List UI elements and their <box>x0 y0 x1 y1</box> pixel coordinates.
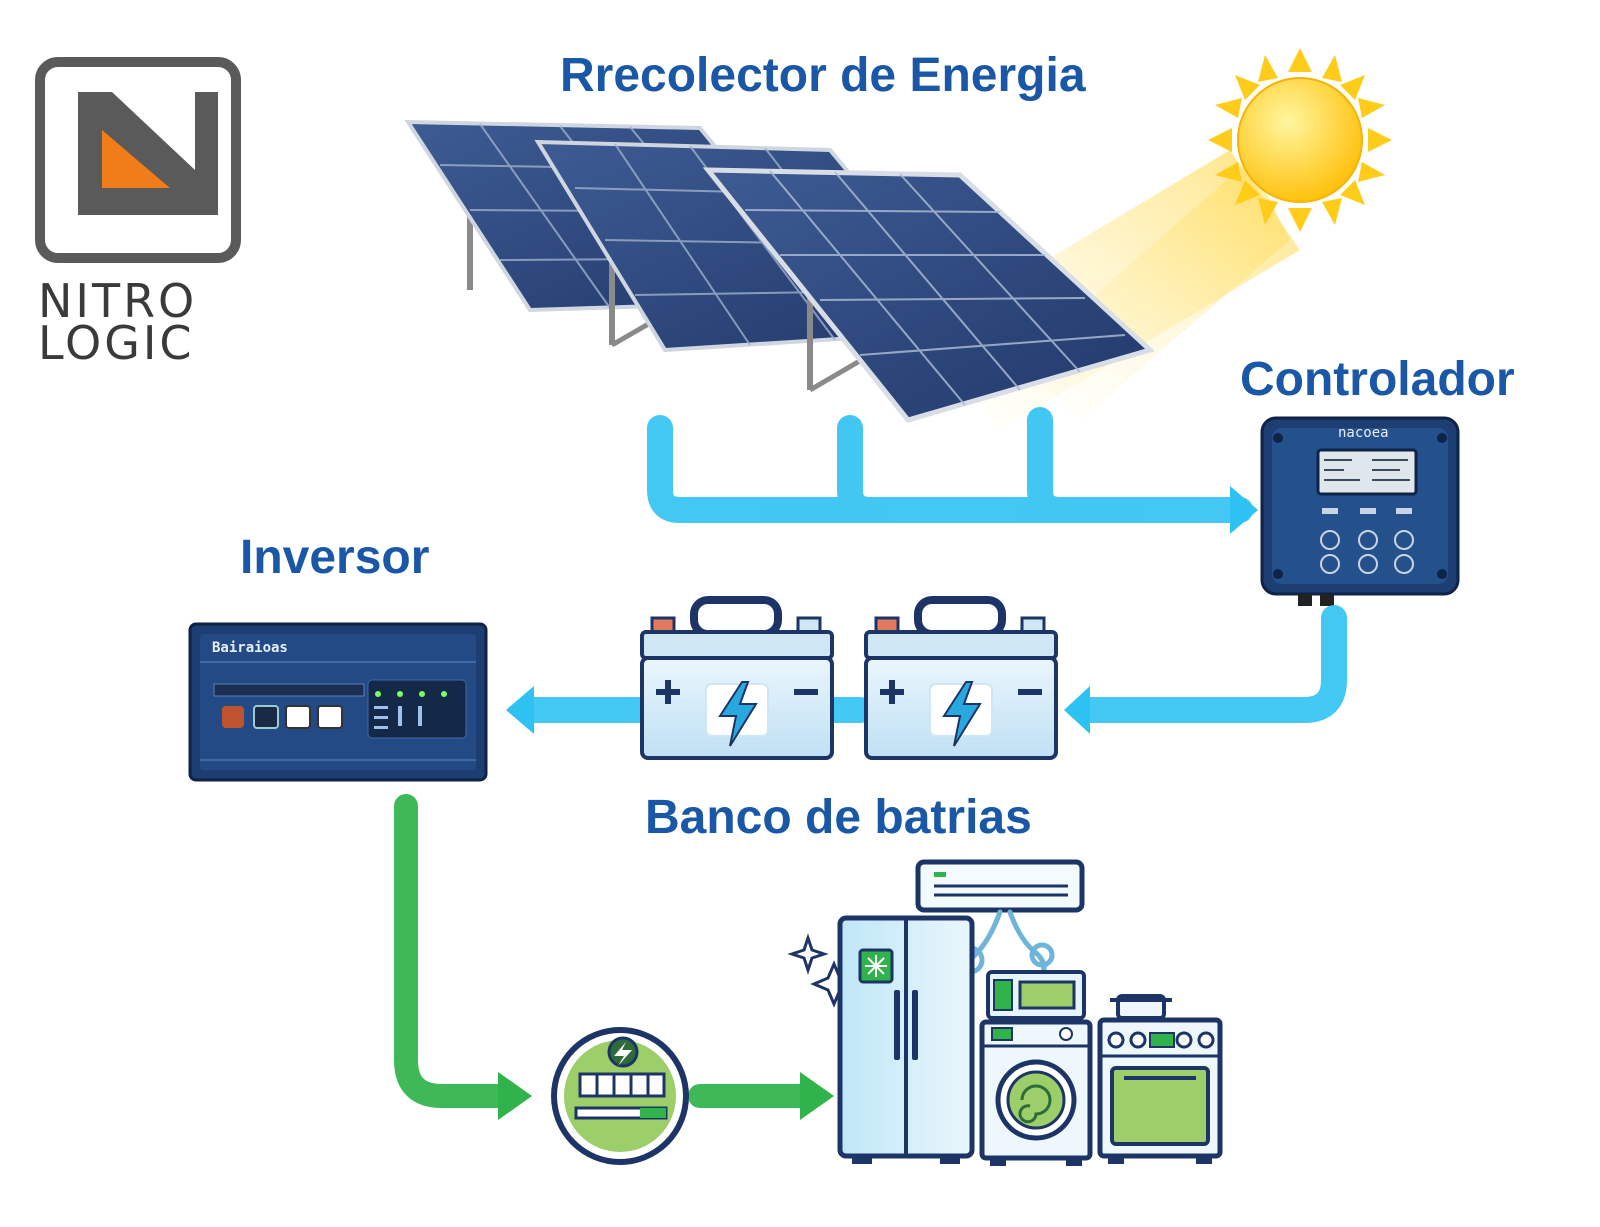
arrowhead-to-controller <box>1230 486 1258 534</box>
microwave-icon <box>986 970 1086 1020</box>
air-conditioner-icon <box>915 859 1085 983</box>
flow-controller-to-batteries <box>517 605 1347 723</box>
washing-machine-icon <box>979 1019 1093 1166</box>
refrigerator-icon <box>837 915 975 1164</box>
inverter-icon <box>188 622 488 782</box>
battery-icon <box>640 596 1058 760</box>
arrowhead-to-appliances <box>800 1072 834 1120</box>
controller-icon <box>1260 416 1460 606</box>
stove-icon <box>1097 994 1223 1164</box>
solar-panel-icon <box>404 119 1155 423</box>
arrowhead-to-panel <box>498 1072 532 1120</box>
flow-inverter-to-loads <box>394 794 812 1108</box>
distribution-panel-icon <box>551 1027 689 1165</box>
collector-title: Rrecolector de Energia <box>560 49 1086 102</box>
logo-text-line1: NITRO <box>38 274 198 328</box>
arrowhead-to-batteries <box>1064 686 1090 734</box>
arrowhead-to-inverter <box>506 686 534 734</box>
battery-bank-title: Banco de batrias <box>645 791 1032 844</box>
inverter-title: Inversor <box>240 531 430 584</box>
nitrologic-logo <box>35 57 241 263</box>
controller-title: Controlador <box>1240 353 1515 406</box>
inverter-brand: Bairaioas <box>212 640 288 656</box>
flow-panels-to-controller <box>647 407 1253 523</box>
logo-text-line2: LOGIC <box>38 316 195 370</box>
controller-brand: nacoea <box>1338 425 1389 441</box>
